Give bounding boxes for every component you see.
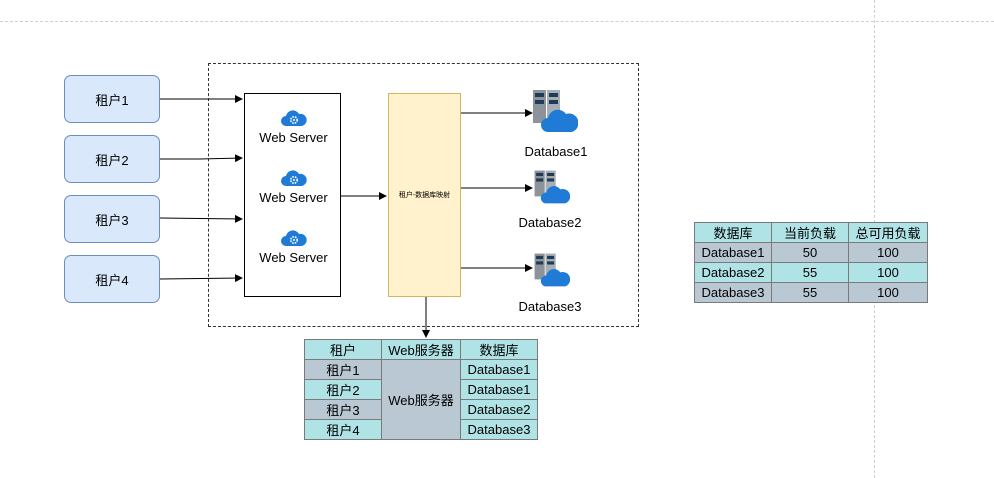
table-header-cell: 总可用负载 <box>848 222 928 243</box>
mapper-label: 租户-数据库映射 <box>398 192 451 199</box>
database-1-label: Database1 <box>524 144 588 159</box>
database-server-cloud-icon[interactable] <box>532 252 570 288</box>
tenant-2-node[interactable]: 租户2 <box>64 135 160 183</box>
cloud-gear-icon <box>280 170 307 186</box>
table-row: Database1 50 100 <box>694 242 928 263</box>
table-row: 租户1 Web服务器 Database1 <box>304 359 538 440</box>
database-3-label: Database3 <box>518 299 582 314</box>
web-server-3[interactable]: Web Server <box>245 228 342 265</box>
table-header-row: 数据库 当前负载 总可用负载 <box>694 222 928 243</box>
table-cell: 55 <box>771 262 849 283</box>
database-server-cloud-icon[interactable] <box>532 169 570 205</box>
table-cell: Database2 <box>694 262 772 283</box>
canvas-guide-horizontal <box>0 21 994 22</box>
database-load-table: 数据库 当前负载 总可用负载 Database1 50 100 Database… <box>694 222 928 303</box>
table-cell: 租户2 <box>304 379 382 400</box>
table-merged-cell: Web服务器 <box>381 359 461 440</box>
tenant-1-node[interactable]: 租户1 <box>64 75 160 123</box>
table-cell: 55 <box>771 282 849 303</box>
table-cell: Database3 <box>694 282 772 303</box>
tenant-database-mapper[interactable]: 租户-数据库映射 <box>388 93 461 297</box>
table-header-cell: 数据库 <box>460 339 538 360</box>
tenant-3-label: 租户3 <box>95 212 129 228</box>
cloud-gear-icon <box>280 110 307 126</box>
table-header-cell: 数据库 <box>694 222 772 243</box>
table-row: 租户2 Database1 <box>304 379 538 400</box>
tenant-4-node[interactable]: 租户4 <box>64 255 160 303</box>
tenant-3-node[interactable]: 租户3 <box>64 195 160 243</box>
table-cell: Database1 <box>460 379 538 400</box>
tenant-1-label: 租户1 <box>95 92 129 108</box>
table-cell: Database1 <box>460 359 538 380</box>
web-server-2-label: Web Server <box>259 190 328 205</box>
web-server-1[interactable]: Web Server <box>245 108 342 145</box>
web-server-1-label: Web Server <box>259 130 328 145</box>
table-header-cell: Web服务器 <box>381 339 461 360</box>
table-row: Database2 55 100 <box>694 262 928 283</box>
web-server-cluster[interactable]: Web Server Web Server Web Server <box>244 93 341 297</box>
tenant-mapping-table: 租户 Web服务器 数据库 租户1 Web服务器 Database1 租户2 D… <box>304 339 538 440</box>
table-row: Database3 55 100 <box>694 282 928 303</box>
table-cell: 租户1 <box>304 359 382 380</box>
table-row: 租户4 Database3 <box>304 419 538 440</box>
tenant-4-label: 租户4 <box>95 272 129 288</box>
database-server-cloud-icon[interactable] <box>530 88 578 134</box>
table-cell: 租户3 <box>304 399 382 420</box>
tenant-2-label: 租户2 <box>95 152 129 168</box>
table-header-cell: 当前负载 <box>771 222 849 243</box>
table-cell: Database1 <box>694 242 772 263</box>
table-cell: Database2 <box>460 399 538 420</box>
table-header-cell: 租户 <box>304 339 382 360</box>
table-cell: 50 <box>771 242 849 263</box>
table-cell: 租户4 <box>304 419 382 440</box>
cloud-gear-icon <box>280 230 307 246</box>
system-group-boundary[interactable] <box>208 63 639 327</box>
table-cell: 100 <box>848 242 928 263</box>
web-server-2[interactable]: Web Server <box>245 168 342 205</box>
table-cell: 100 <box>848 282 928 303</box>
web-server-3-label: Web Server <box>259 250 328 265</box>
table-cell: 100 <box>848 262 928 283</box>
database-2-label: Database2 <box>518 215 582 230</box>
table-cell: Database3 <box>460 419 538 440</box>
table-header-row: 租户 Web服务器 数据库 <box>304 339 538 360</box>
